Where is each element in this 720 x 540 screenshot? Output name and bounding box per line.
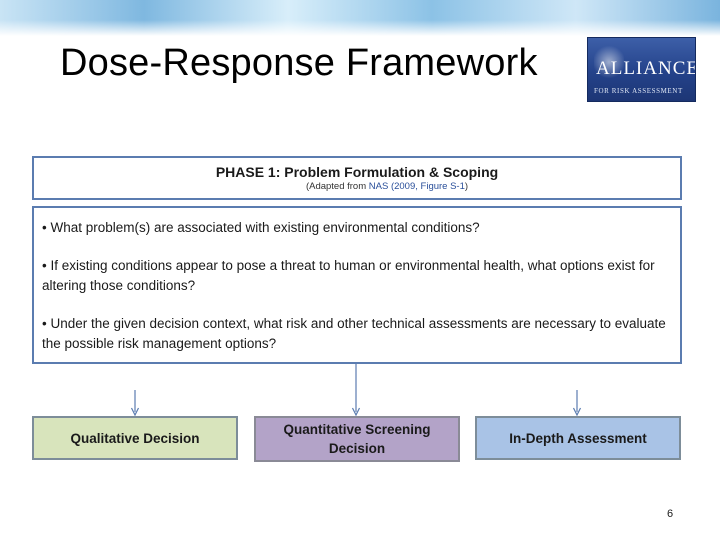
logo-word: ALLIANCE bbox=[596, 58, 696, 79]
screening-label-line2: Decision bbox=[328, 441, 386, 456]
phase-title: PHASE 1: Problem Formulation & Scoping bbox=[215, 164, 499, 180]
qualitative-decision-label: Qualitative Decision bbox=[70, 430, 200, 446]
screening-label-line1: Quantitative Screening bbox=[283, 422, 431, 437]
source-suffix: ) bbox=[464, 181, 469, 192]
source-prefix: (Adapted from bbox=[305, 181, 369, 192]
quantitative-screening-box: Quantitative Screening Decision bbox=[254, 416, 460, 462]
source-reference: NAS (2009, Figure S-1 bbox=[368, 181, 465, 192]
phase-header-box: PHASE 1: Problem Formulation & Scoping (… bbox=[32, 156, 682, 200]
alliance-logo: ALLIANCE FOR RISK ASSESSMENT bbox=[587, 37, 696, 102]
arrow-down-icon bbox=[351, 364, 361, 416]
arrow-down-icon bbox=[572, 390, 582, 416]
arrow-down-icon bbox=[130, 390, 140, 416]
qualitative-decision-box: Qualitative Decision bbox=[32, 416, 238, 460]
in-depth-assessment-box: In-Depth Assessment bbox=[475, 416, 681, 460]
logo-subtitle: FOR RISK ASSESSMENT bbox=[594, 87, 683, 95]
question-2: • If existing conditions appear to pose … bbox=[42, 258, 655, 293]
question-1: • What problem(s) are associated with ex… bbox=[42, 220, 480, 235]
slide-title: Dose-Response Framework bbox=[60, 42, 538, 84]
logo-starburst-icon bbox=[594, 44, 624, 80]
page-number: 6 bbox=[667, 508, 674, 520]
phase-source-note: (Adapted from NAS (2009, Figure S-1) bbox=[34, 181, 680, 192]
question-3: • Under the given decision context, what… bbox=[42, 316, 666, 351]
questions-box: • What problem(s) are associated with ex… bbox=[32, 206, 682, 364]
in-depth-assessment-label: In-Depth Assessment bbox=[509, 430, 647, 446]
decorative-top-band bbox=[0, 0, 720, 36]
